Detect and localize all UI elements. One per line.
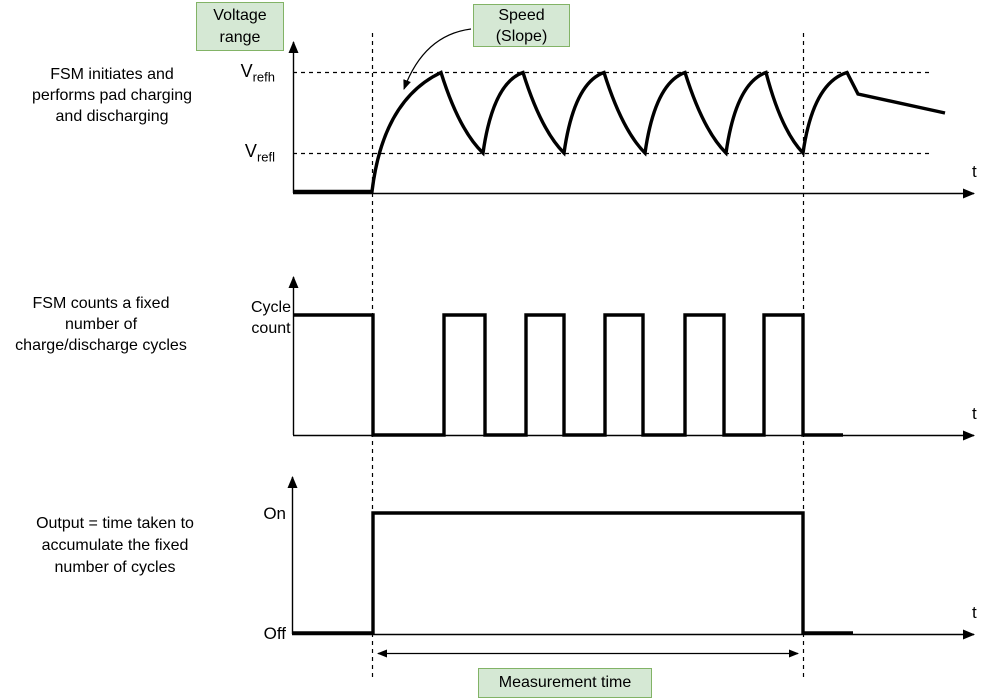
voltage-row-label: FSM initiates and performs pad charging … [31,66,193,125]
measurement-time-box: Measurement time [478,668,652,698]
speed-annotation-arrow [403,28,472,90]
voltage-waveform [293,70,946,194]
cycle-row-label: FSM counts a fixed number of charge/disc… [15,295,187,354]
cycle-count-waveform [293,313,843,437]
on-label: On [263,504,286,523]
vrefh-label: Vrefh [213,61,275,88]
vrefl-label: Vrefl [213,141,275,168]
output-waveform [292,511,853,635]
off-label: Off [263,624,286,643]
output-row-label: Output = time taken to accumulate the fi… [36,515,194,576]
voltage-time-axis-label: t [972,162,977,181]
cycle-count-y-label: Cycle count [250,299,291,337]
vrefl-sub: refl [256,149,275,165]
speed-slope-box: Speed (Slope) [473,4,570,47]
output-time-axis-label: t [972,603,977,622]
vrefl-base: V [244,141,257,161]
voltage-range-box: Voltage range [196,2,284,51]
vrefh-base: V [240,61,253,81]
vrefh-sub: refh [252,69,275,85]
cycle-time-axis-label: t [972,404,977,423]
